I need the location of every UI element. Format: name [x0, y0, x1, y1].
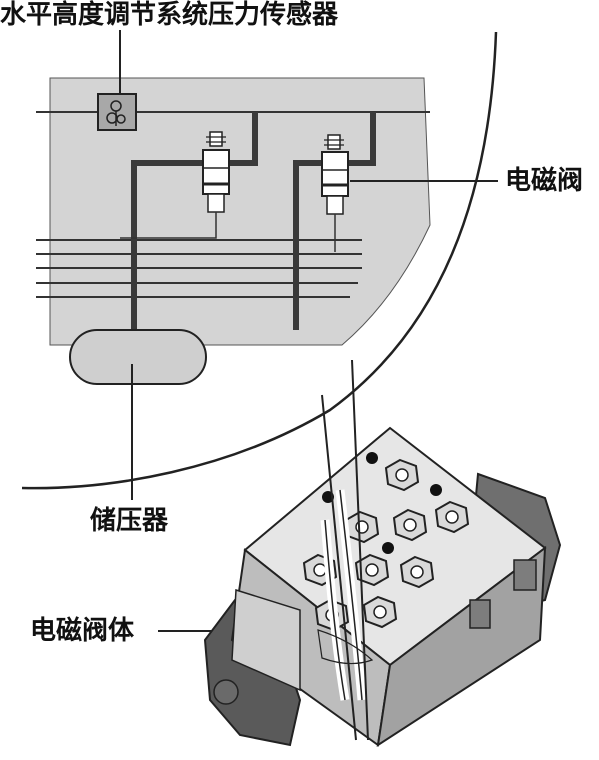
label-pressure-sensor: 水平高度调节系统压力传感器	[0, 0, 339, 30]
magnifier-funnel	[321, 359, 369, 741]
leader-lines	[119, 30, 498, 632]
magnifier-outline	[21, 31, 498, 490]
solenoid-valve-left-icon	[120, 131, 230, 239]
pipe-right	[293, 112, 376, 330]
solenoid-valve-right-icon	[321, 134, 349, 252]
valve-block-icon	[203, 426, 562, 748]
label-solenoid-valve: 电磁阀	[505, 166, 584, 196]
label-accumulator: 储压器	[90, 506, 169, 536]
pressure-sensor-icon	[97, 93, 137, 131]
label-valve-block: 电磁阀体	[30, 616, 135, 646]
bus-lines	[36, 239, 362, 298]
pipe-left	[131, 112, 258, 340]
accumulator-icon	[69, 329, 207, 385]
